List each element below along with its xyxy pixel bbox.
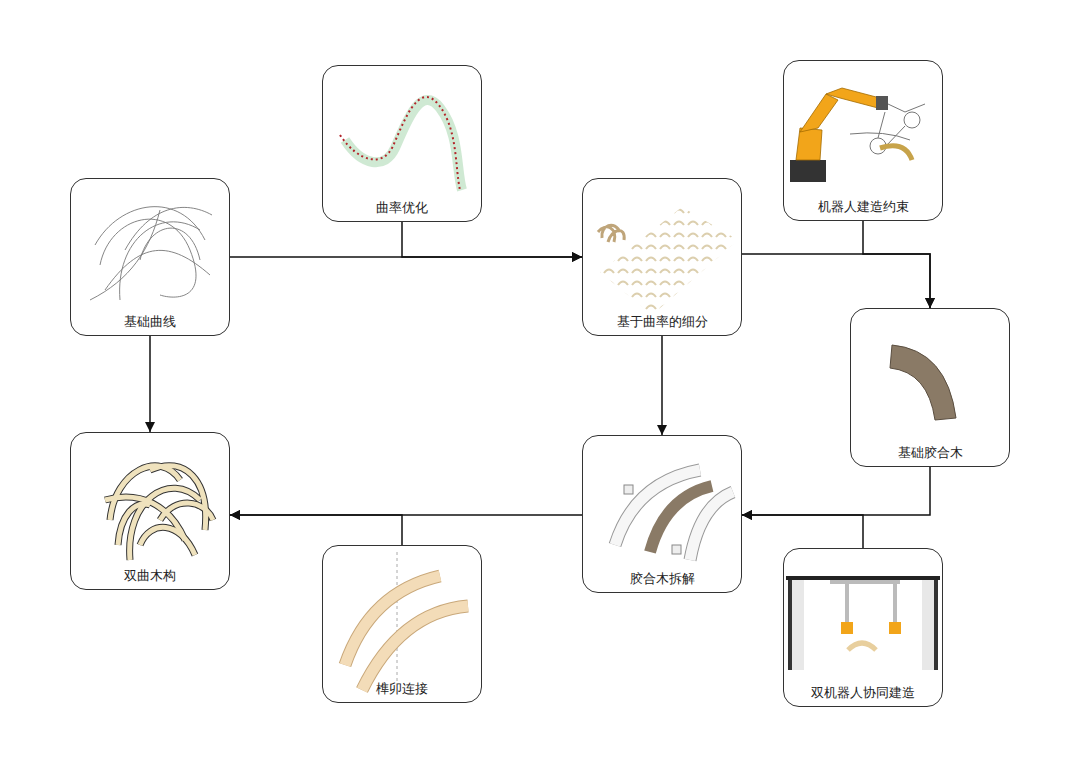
flow-arrow bbox=[742, 254, 930, 308]
flow-arrow bbox=[149, 336, 151, 432]
curvature-curve bbox=[340, 97, 462, 190]
process-box: 双曲木构 bbox=[70, 432, 230, 590]
box-label: 基于曲率的细分 bbox=[617, 314, 708, 330]
box-label: 双曲木构 bbox=[124, 568, 176, 584]
box-label: 双机器人协同建造 bbox=[811, 685, 915, 701]
exploded-glulam bbox=[615, 470, 733, 560]
flow-arrow bbox=[742, 467, 930, 515]
flow-arrow bbox=[742, 515, 863, 548]
process-box: 榫卯连接 bbox=[322, 545, 482, 703]
timber-structure bbox=[105, 466, 213, 560]
mortise-tenon bbox=[345, 552, 468, 690]
box-label: 基础曲线 bbox=[124, 314, 176, 330]
flow-arrow bbox=[402, 222, 582, 257]
flow-arrow bbox=[863, 221, 930, 308]
process-box: 机器人建造约束 bbox=[783, 60, 943, 221]
process-box: 胶合木拆解 bbox=[582, 435, 742, 593]
glulam-piece bbox=[890, 345, 956, 420]
box-label: 榫卯连接 bbox=[376, 681, 428, 697]
process-box: 基础曲线 bbox=[70, 178, 230, 336]
flow-arrow bbox=[230, 515, 402, 545]
box-label: 机器人建造约束 bbox=[818, 199, 909, 215]
box-label: 胶合木拆解 bbox=[630, 571, 695, 587]
process-box: 基础胶合木 bbox=[850, 308, 1010, 467]
process-box: 曲率优化 bbox=[322, 65, 482, 222]
base-curves bbox=[90, 207, 212, 300]
box-label: 基础胶合木 bbox=[898, 445, 963, 461]
dual-robot-frame bbox=[786, 578, 940, 670]
robot-arm bbox=[790, 88, 925, 182]
process-box: 基于曲率的细分 bbox=[582, 178, 742, 336]
flow-arrow bbox=[661, 336, 663, 435]
box-label: 曲率优化 bbox=[376, 200, 428, 216]
subdivision-grid bbox=[598, 207, 738, 315]
process-box: 双机器人协同建造 bbox=[783, 548, 943, 707]
